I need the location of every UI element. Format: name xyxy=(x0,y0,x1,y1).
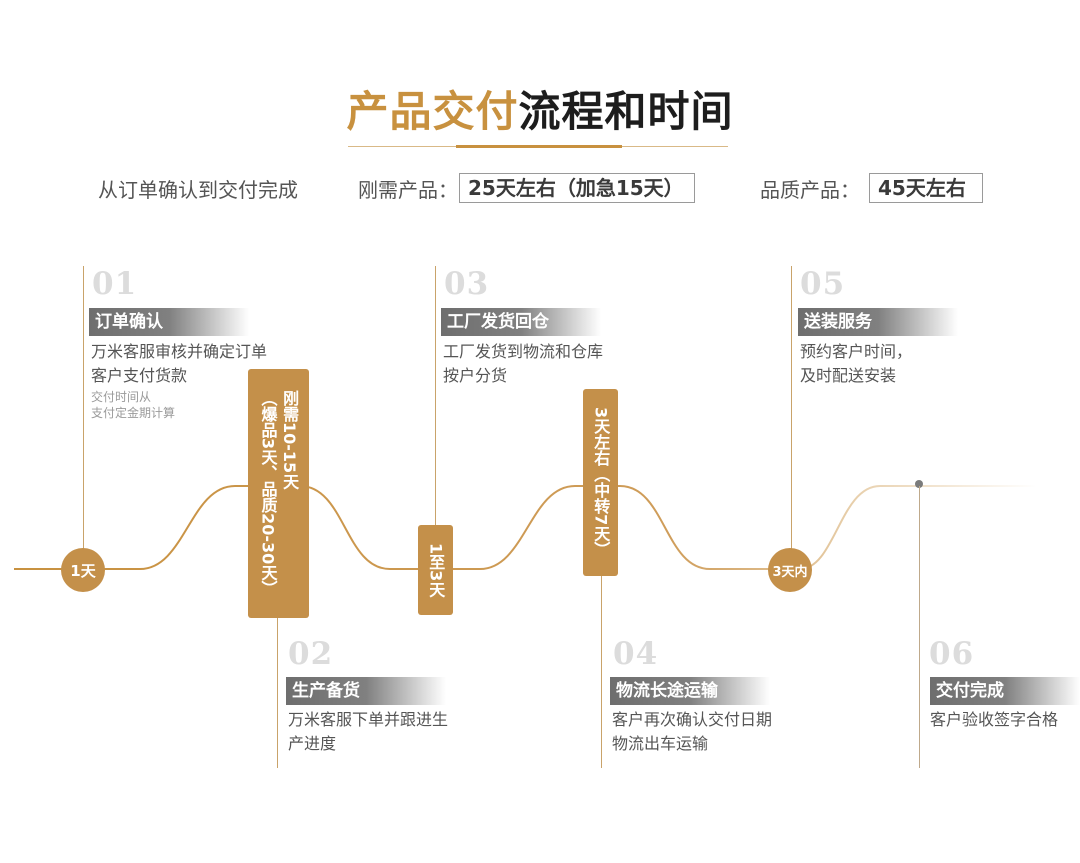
step-number: 05 xyxy=(800,266,846,302)
step-label: 工厂发货回仓 xyxy=(441,308,601,336)
step-number: 02 xyxy=(288,636,334,672)
summary-lead: 从订单确认到交付完成 xyxy=(98,178,298,202)
step-desc-line: 预约客户时间， xyxy=(800,342,913,361)
step-desc-line: 及时配送安装 xyxy=(800,366,897,385)
rigid-label: 刚需产品： xyxy=(358,178,458,202)
step-desc-line: 客户支付货款 xyxy=(91,366,188,385)
step-note-line: 支付定金期计算 xyxy=(91,406,176,420)
duration-badge-3: 1至3天 xyxy=(418,525,453,615)
step-01-connector xyxy=(83,266,84,570)
step-number: 03 xyxy=(444,266,490,302)
duration-badge-4: 3天左右（中转7天） xyxy=(583,389,618,576)
step-06-connector xyxy=(919,486,920,768)
step-02-connector xyxy=(277,570,278,768)
step-label: 交付完成 xyxy=(930,677,1080,705)
step-number: 01 xyxy=(92,266,138,302)
step-04-connector xyxy=(601,570,602,768)
timeline-end-dot xyxy=(915,480,923,488)
timeline-wave-path xyxy=(14,485,1040,570)
step-label: 生产备货 xyxy=(286,677,446,705)
step-label: 物流长途运输 xyxy=(610,677,770,705)
step-note-line: 交付时间从 xyxy=(91,390,152,404)
duration-badge-2-text: 刚需10-15天 （爆品3天、品质20-30天） xyxy=(258,390,300,597)
step-03-connector xyxy=(435,266,436,570)
step-desc-line: 客户验收签字合格 xyxy=(930,710,1059,729)
page-title: 产品交付流程和时间 xyxy=(0,78,1080,139)
duration-badge-1: 1天 xyxy=(61,548,105,592)
step-label: 送装服务 xyxy=(798,308,958,336)
step-number: 06 xyxy=(929,636,975,672)
duration-badge-4-text: 3天左右（中转7天） xyxy=(591,407,611,558)
duration-badge-5: 3天内 xyxy=(768,548,812,592)
duration-badge-3-text: 1至3天 xyxy=(426,542,446,598)
step-desc-line: 万米客服下单并跟进生 xyxy=(288,710,449,729)
rigid-value-box: 25天左右（加急15天） xyxy=(459,173,695,203)
title-gold-part: 产品交付 xyxy=(346,87,519,136)
step-desc-line: 客户再次确认交付日期 xyxy=(612,710,773,729)
step-desc-line: 工厂发货到物流和仓库 xyxy=(443,342,604,361)
step-desc-line: 按户分货 xyxy=(443,366,508,385)
step-desc-line: 万米客服审核并确定订单 xyxy=(91,342,268,361)
duration-badge-2: 刚需10-15天 （爆品3天、品质20-30天） xyxy=(248,369,309,618)
title-dark-part: 流程和时间 xyxy=(518,87,734,136)
quality-value-box: 45天左右 xyxy=(869,173,983,203)
step-05-connector xyxy=(791,266,792,570)
step-label: 订单确认 xyxy=(89,308,249,336)
title-underline-accent xyxy=(456,145,622,148)
step-desc-line: 物流出车运输 xyxy=(612,734,709,753)
step-desc-line: 产进度 xyxy=(288,734,337,753)
quality-label: 品质产品： xyxy=(760,178,860,202)
step-number: 04 xyxy=(613,636,659,672)
